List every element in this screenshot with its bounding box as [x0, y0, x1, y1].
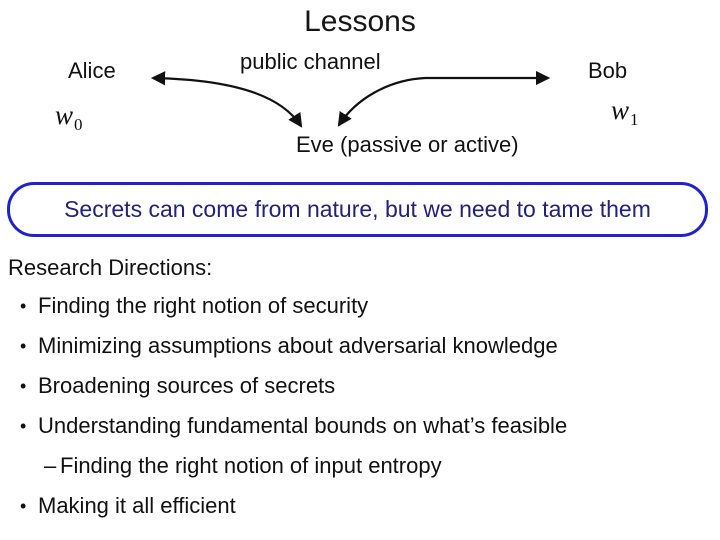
secret-w1-label: w1	[611, 95, 639, 128]
list-item-text: Minimizing assumptions about adversarial…	[38, 333, 558, 358]
bob-label: Bob	[588, 58, 628, 83]
alice-to-eve-arrow	[150, 71, 303, 128]
dash-icon: –	[44, 453, 57, 478]
list-item-text: Making it all efficient	[38, 493, 236, 518]
w1-base: w	[611, 95, 630, 125]
bullet-icon: •	[20, 496, 27, 516]
list-item-text: Broadening sources of secrets	[38, 373, 336, 398]
list-item: • Understanding fundamental bounds on wh…	[20, 412, 567, 440]
alice-label: Alice	[68, 58, 116, 83]
secret-w0-label: w0	[55, 100, 83, 133]
list-item: • Broadening sources of secrets	[20, 372, 335, 400]
w0-subscript: 0	[74, 115, 83, 134]
callout-box: Secrets can come from nature, but we nee…	[7, 182, 708, 237]
list-item: • Making it all efficient	[20, 492, 236, 520]
eve-to-bob-arrow	[337, 70, 551, 127]
bullet-icon: •	[20, 336, 27, 356]
eve-label: Eve (passive or active)	[296, 132, 519, 157]
list-item-text: Finding the right notion of security	[38, 293, 369, 318]
bullet-icon: •	[20, 296, 27, 316]
bullet-icon: •	[20, 416, 27, 436]
research-directions-heading: Research Directions:	[8, 255, 213, 280]
w0-base: w	[55, 100, 74, 130]
list-item-text: Finding the right notion of input entrop…	[60, 453, 442, 478]
bullet-icon: •	[20, 376, 27, 396]
slide-title: Lessons	[304, 5, 416, 38]
callout-text: Secrets can come from nature, but we nee…	[64, 196, 651, 222]
list-item: • Minimizing assumptions about adversari…	[20, 332, 558, 360]
w1-subscript: 1	[630, 110, 639, 129]
list-sub-item: – Finding the right notion of input entr…	[44, 452, 442, 480]
list-item-text: Understanding fundamental bounds on what…	[38, 413, 568, 438]
list-item: • Finding the right notion of security	[20, 292, 368, 320]
public-channel-label: public channel	[240, 49, 381, 74]
